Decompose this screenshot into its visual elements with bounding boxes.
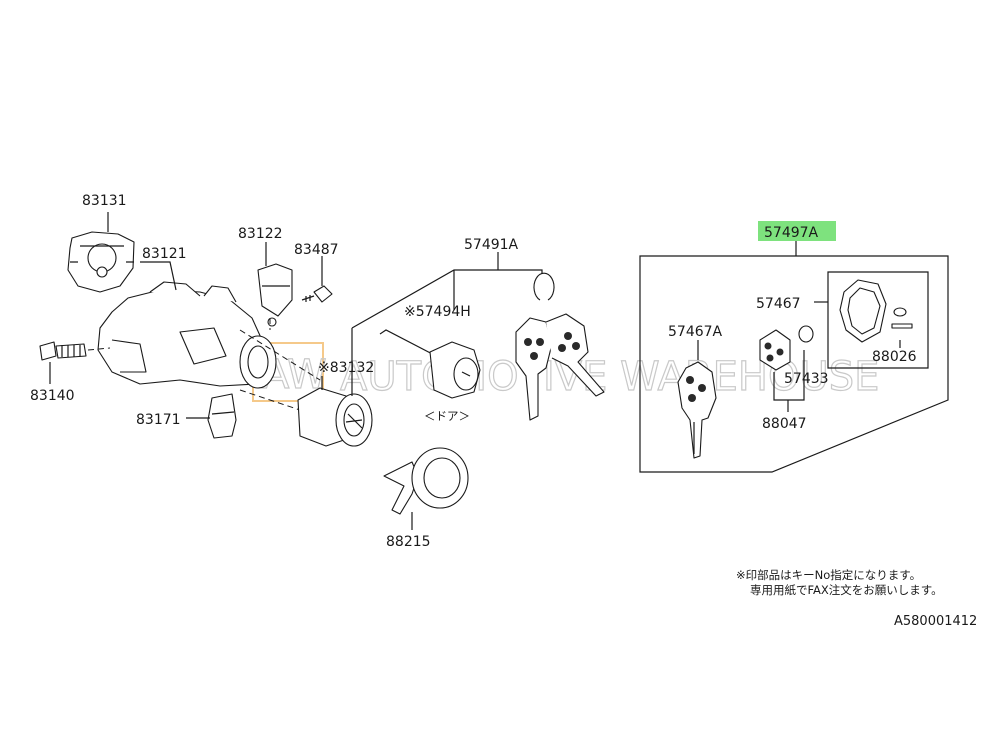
label-57497a[interactable]: 57497A xyxy=(764,225,819,241)
label-83132: ※83132 xyxy=(318,360,374,376)
label-57433: 57433 xyxy=(784,371,829,387)
part-88047-board xyxy=(759,329,791,371)
label-57467a: 57467A xyxy=(668,324,723,340)
highlight-57497a xyxy=(758,221,836,241)
note-line-2: 専用用紙でFAX注文をお願いします。 xyxy=(750,583,943,597)
label-83487: 83487 xyxy=(294,242,339,258)
leader-88047 xyxy=(773,350,805,412)
leader-83121 xyxy=(140,261,177,291)
dash-cylinder xyxy=(239,329,321,381)
part-83171-sensor xyxy=(207,393,237,439)
part-83122-connector xyxy=(257,263,293,327)
dash-83140 xyxy=(87,347,111,351)
label-door: ＜ドア＞ xyxy=(424,409,470,423)
part-57494h-door-cylinder xyxy=(379,329,481,399)
part-88215-ring xyxy=(383,447,469,515)
label-57494h: ※57494H xyxy=(404,304,471,320)
label-83122: 83122 xyxy=(238,226,283,242)
frame-57467 xyxy=(827,271,929,369)
label-57467: 57467 xyxy=(756,296,801,312)
label-83131: 83131 xyxy=(82,193,127,209)
label-83121: 83121 xyxy=(142,246,187,262)
part-57467a-remote-key xyxy=(677,361,717,459)
part-57467-shell xyxy=(839,279,913,343)
part-83140-bolt xyxy=(39,341,87,361)
part-57491a-keys xyxy=(515,272,605,421)
dash-cylinder-2 xyxy=(239,389,301,411)
label-88026: 88026 xyxy=(872,349,917,365)
label-83140: 83140 xyxy=(30,388,75,404)
label-88047: 88047 xyxy=(762,416,807,432)
bracket-57497a xyxy=(639,255,949,473)
label-57491a: 57491A xyxy=(464,237,519,253)
part-57433-battery xyxy=(798,325,814,343)
label-83171: 83171 xyxy=(136,412,181,428)
part-83132-cylinder xyxy=(297,387,373,447)
note-line-1: ※印部品はキーNo指定になります。 xyxy=(736,568,921,582)
label-88215: 88215 xyxy=(386,534,431,550)
part-83131-switch xyxy=(67,231,135,293)
part-83121-lock-body xyxy=(97,281,277,389)
diagram-code: A580001412 xyxy=(894,614,977,629)
part-83487-screw xyxy=(301,285,333,303)
